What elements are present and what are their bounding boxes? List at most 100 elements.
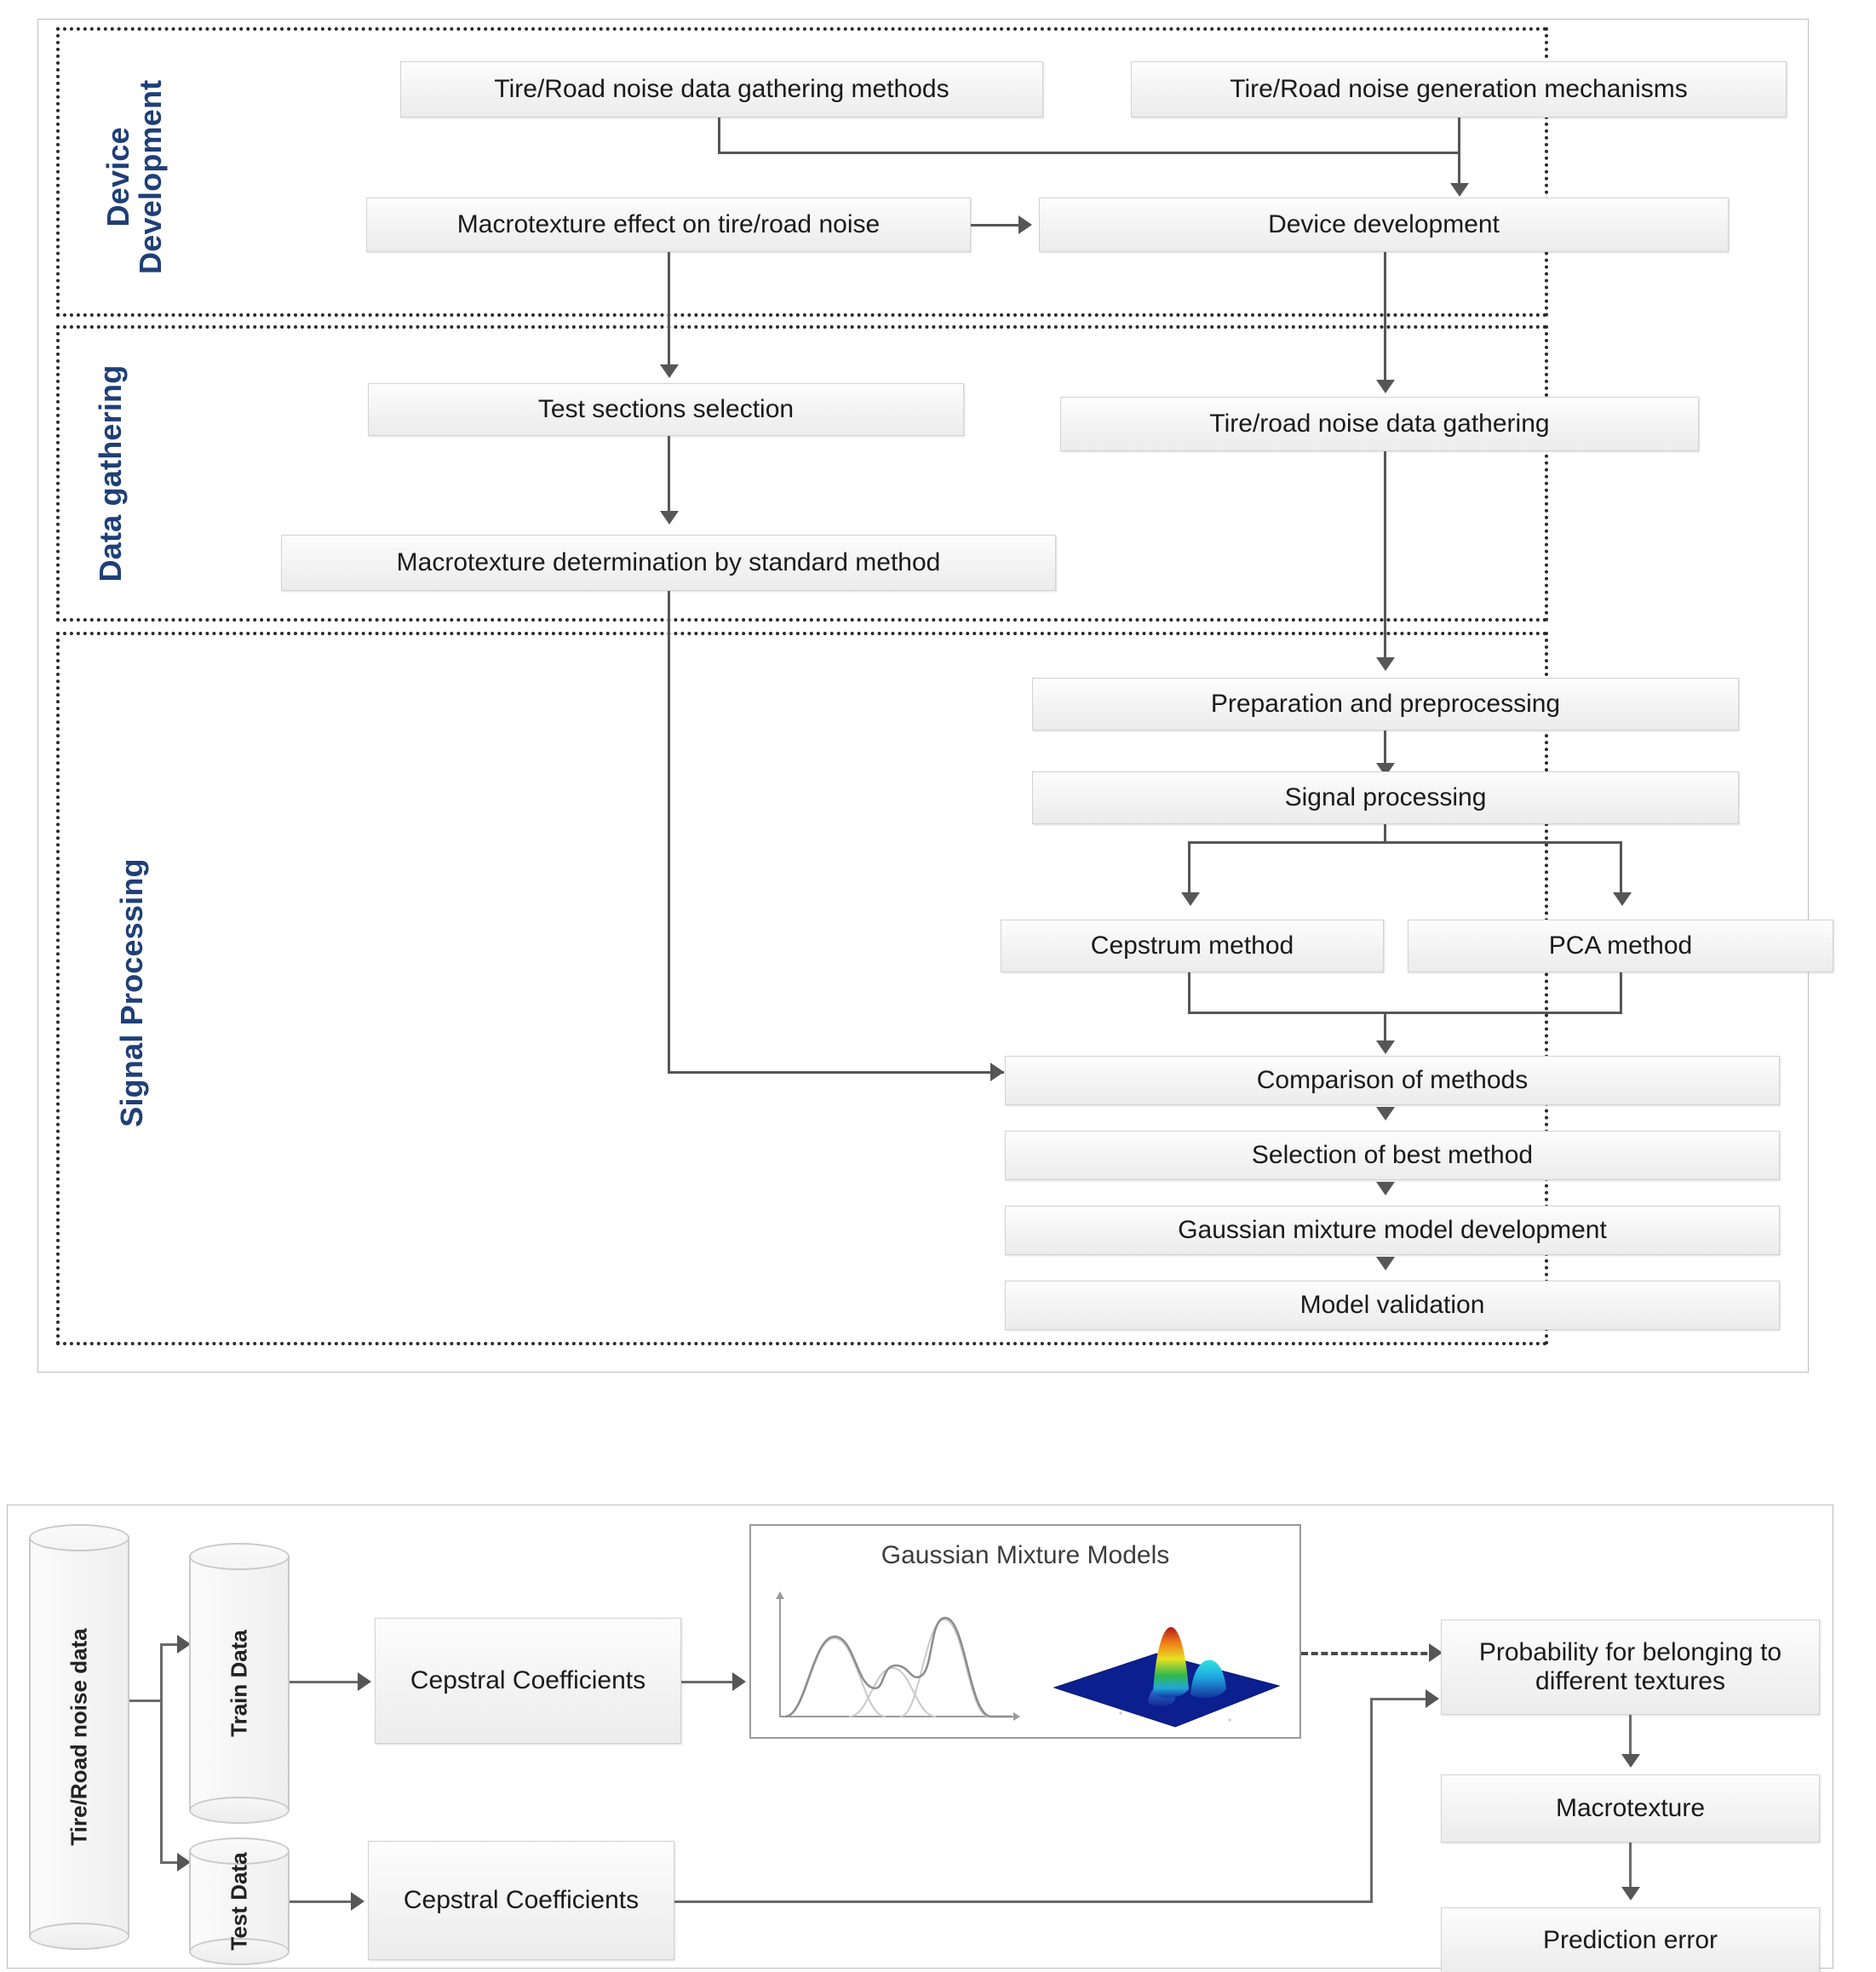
node-test-sections[interactable]: Test sections selection [368, 383, 964, 436]
cylinder-bottom-cap [189, 1797, 290, 1824]
connector-macrotexture-down [1629, 1843, 1632, 1895]
connector-cepstrum-down [1188, 972, 1190, 1013]
node-comparison[interactable]: Comparison of methods [1005, 1056, 1780, 1105]
arrow-macrotexture-to-prediction [1621, 1887, 1640, 1900]
arrow-split-to-cepstrum [1181, 892, 1200, 906]
gaussian-surface-3d-icon [1053, 1626, 1281, 1728]
connector-train-to-cepstral [290, 1681, 364, 1683]
cylinder-top-cap [29, 1524, 129, 1551]
arrow-macro-to-test-sections [660, 364, 679, 378]
connector-cepstral-to-gmm [681, 1681, 739, 1683]
gmm-panel-title: Gaussian Mixture Models [881, 1541, 1170, 1569]
node-macrotexture-effect[interactable]: Macrotexture effect on tire/road noise [366, 198, 971, 252]
arrow-cepstral-test-to-probability [1426, 1689, 1439, 1708]
connector-test-to-cepstral [290, 1900, 356, 1903]
node-model-validation[interactable]: Model validation [1005, 1281, 1780, 1330]
connector-device-down [1384, 252, 1386, 387]
node-cepstral-test[interactable]: Cepstral Coefficients [368, 1841, 674, 1960]
connector-gmm-to-probability [1301, 1652, 1437, 1655]
node-prediction-error[interactable]: Prediction error [1441, 1907, 1820, 1972]
arrow-test-to-cepstral [351, 1892, 364, 1911]
connector-preparation-down [1384, 731, 1386, 771]
connector-methods-right [718, 152, 1459, 154]
lane-label-signal-processing: Signal Processing [114, 858, 149, 1127]
arrow-to-train-data [177, 1635, 191, 1654]
connector-macrostd-down [668, 591, 670, 1073]
top-figure-frame [37, 19, 1809, 1373]
arrow-macro-to-device [1018, 215, 1032, 234]
lane-device-development [56, 27, 1548, 317]
arrow-comparison-to-selection [1376, 1107, 1395, 1121]
connector-probability-down [1629, 1715, 1632, 1763]
arrow-selection-to-gmm [1376, 1182, 1395, 1195]
node-cepstral-train[interactable]: Cepstral Coefficients [375, 1618, 681, 1744]
arrow-test-to-macro-std [660, 511, 679, 525]
cylinder-test-data[interactable]: Test Data [189, 1837, 290, 1965]
bottom-figure-frame [7, 1505, 1833, 1969]
cylinder-label: Tire/Road noise data [66, 1628, 92, 1846]
connector-to-train [160, 1643, 184, 1646]
arrow-macrostd-to-comparison [990, 1063, 1004, 1081]
arrow-gmm-to-validation [1376, 1257, 1395, 1270]
connector-noisedata-out [129, 1700, 162, 1702]
cylinder-body [29, 1538, 129, 1936]
cylinder-label: Test Data [226, 1852, 252, 1951]
cylinder-top-cap [189, 1837, 290, 1865]
node-noise-data-gathering[interactable]: Tire/road noise data gathering [1060, 397, 1699, 451]
connector-signal-down [1384, 824, 1386, 843]
connector-macro-to-device [971, 224, 1024, 226]
arrow-device-to-gathering [1376, 380, 1395, 393]
connector-macro-down [668, 252, 670, 371]
connector-merge-down [1384, 1012, 1386, 1047]
arrow-merge-to-comparison [1376, 1040, 1395, 1054]
arrow-gathering-to-preparation [1376, 657, 1395, 671]
connector-cepstral-test-right [674, 1900, 1373, 1903]
cylinder-tire-road-noise-data[interactable]: Tire/Road noise data [29, 1524, 129, 1950]
arrow-gmm-to-probability [1429, 1643, 1443, 1662]
node-preparation[interactable]: Preparation and preprocessing [1032, 678, 1739, 731]
node-gmm-development[interactable]: Gaussian mixture model development [1005, 1206, 1780, 1255]
arrow-split-to-pca [1613, 892, 1632, 906]
gmm-panel: Gaussian Mixture Models [749, 1524, 1301, 1739]
arrow-cepstral-to-gmm [732, 1672, 746, 1691]
node-signal-processing[interactable]: Signal processing [1032, 771, 1739, 824]
arrow-to-test-data [177, 1853, 191, 1872]
cylinder-body [189, 1851, 290, 1952]
node-noise-data-methods[interactable]: Tire/Road noise data gathering methods [400, 61, 1043, 118]
connector-cepstral-test-up [1370, 1698, 1373, 1902]
cylinder-bottom-cap [189, 1938, 290, 1965]
node-pca-method[interactable]: PCA method [1408, 920, 1833, 972]
lane-label-data-gathering: Data gathering [93, 364, 128, 582]
connector-to-test [160, 1861, 184, 1864]
node-macrotexture[interactable]: Macrotexture [1441, 1774, 1820, 1843]
connector-generation-down [1458, 118, 1460, 190]
lane-signal-processing [56, 632, 1548, 1345]
cylinder-label: Train Data [226, 1630, 252, 1737]
arrow-generation-to-device [1450, 183, 1469, 197]
lane-data-gathering [56, 325, 1548, 622]
node-cepstrum-method[interactable]: Cepstrum method [1001, 920, 1384, 972]
connector-test-down [668, 436, 670, 521]
cylinder-body [189, 1556, 290, 1810]
connector-gathering-down [1384, 451, 1386, 664]
connector-macrostd-right [668, 1071, 1004, 1074]
connector-methods-down [718, 118, 720, 153]
node-probability[interactable]: Probability for belonging to different t… [1441, 1619, 1820, 1715]
cylinder-bottom-cap [29, 1923, 129, 1950]
connector-pca-down [1620, 972, 1622, 1013]
cylinder-train-data[interactable]: Train Data [189, 1543, 290, 1824]
node-noise-generation[interactable]: Tire/Road noise generation mechanisms [1131, 61, 1787, 118]
connector-cepstral-test-into-prob [1370, 1698, 1431, 1700]
node-device-development[interactable]: Device development [1039, 198, 1729, 252]
connector-split-bus [1188, 841, 1622, 844]
gaussian-mixture-curve-icon [776, 1591, 1020, 1721]
node-selection-best[interactable]: Selection of best method [1005, 1131, 1780, 1180]
lane-label-device-development: Device Development [100, 79, 168, 274]
cylinder-top-cap [189, 1543, 290, 1570]
arrow-probability-to-macrotexture [1621, 1754, 1640, 1768]
node-macrotexture-standard[interactable]: Macrotexture determination by standard m… [281, 535, 1056, 591]
connector-split-right [1620, 841, 1622, 899]
connector-merge-bus [1188, 1012, 1622, 1014]
connector-noisedata-split [160, 1643, 163, 1863]
